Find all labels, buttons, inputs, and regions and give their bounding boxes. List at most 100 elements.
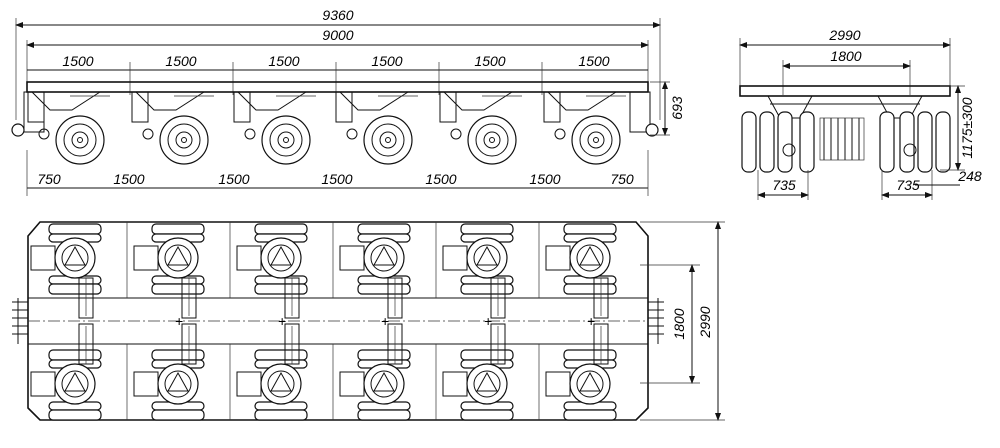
dim-frame-length: 9000 <box>322 27 353 43</box>
turntable-triangle <box>270 245 292 266</box>
turntable-ring <box>466 237 508 279</box>
turntable-inner <box>267 370 295 398</box>
tire-bottom-b <box>48 409 102 421</box>
turntable-triangle <box>373 245 395 266</box>
dim-end-height: 1175±300 <box>959 97 975 158</box>
dim-bottom-1: 750 <box>37 171 61 187</box>
hitch-left <box>12 298 28 344</box>
wheel-hub <box>379 131 397 149</box>
wheel-tire <box>159 115 209 165</box>
bogie-arm <box>545 371 571 397</box>
suspension-bracket <box>131 91 149 123</box>
wheel-hub <box>71 131 89 149</box>
end-tire-4 <box>799 111 815 173</box>
end-tire-7 <box>917 111 933 173</box>
center-cross: + <box>278 313 286 329</box>
plan-module-r1-c2 <box>133 223 205 319</box>
plan-modules: +++++ <box>30 222 617 421</box>
wheel-tire <box>467 115 517 165</box>
side-frame <box>26 81 649 93</box>
suspension-arm <box>31 91 101 111</box>
end-tire-5 <box>879 111 895 173</box>
tow-eye-right <box>645 123 659 137</box>
end-tire-2 <box>759 111 775 173</box>
side-axle-3 <box>233 91 316 165</box>
turntable-ring <box>260 363 302 405</box>
turntable-triangle <box>64 245 86 266</box>
tow-eye-left <box>11 123 25 137</box>
center-cross: + <box>175 313 183 329</box>
side-wheels <box>27 91 626 165</box>
plan-outline <box>27 221 649 421</box>
suspension-arm <box>443 91 513 111</box>
wheel-rim <box>167 123 201 157</box>
wheel-center <box>489 137 495 143</box>
plan-module-r2-c4 <box>339 323 411 421</box>
wheel-tire <box>55 115 105 165</box>
hitch-right <box>648 298 664 344</box>
plan-module-r2-c6 <box>545 323 617 421</box>
turntable-ring <box>260 237 302 279</box>
dim-bottom-7: 750 <box>610 171 634 187</box>
wheel-rim <box>63 123 97 157</box>
turntable-ring <box>569 237 611 279</box>
turntable-inner <box>576 370 604 398</box>
plan-view: +++++ 1800 2990 <box>12 221 725 421</box>
bogie-arm <box>545 245 571 271</box>
dim-tire-width: 248 <box>957 168 982 184</box>
turntable-inner <box>370 370 398 398</box>
bogie-arm <box>339 371 365 397</box>
dim-pitch-4: 1500 <box>371 53 402 69</box>
dim-bottom-5: 1500 <box>425 171 456 187</box>
turntable-ring <box>569 363 611 405</box>
top-pitch-dims: 1500 1500 1500 1500 1500 1500 <box>27 53 648 95</box>
turntable-inner <box>473 370 501 398</box>
pivot-pin <box>38 128 50 140</box>
turntable-ring <box>157 363 199 405</box>
side-end-left <box>23 91 45 133</box>
tire-top-a <box>254 223 308 235</box>
tire-bottom-b <box>48 283 102 295</box>
wheel-hub <box>483 131 501 149</box>
tire-top-a <box>357 223 411 235</box>
dim-end-right-offset: 735 <box>896 177 920 193</box>
suspension-arm <box>237 91 307 111</box>
turntable-inner <box>61 370 89 398</box>
turntable-triangle <box>476 371 498 392</box>
end-view: 2990 1800 1175±300 735 735 248 <box>739 27 982 200</box>
side-axle-4 <box>335 91 418 165</box>
plan-module-r2-c5 <box>442 323 514 421</box>
dim-end-track: 1800 <box>830 48 861 64</box>
turntable-inner <box>164 370 192 398</box>
plan-module-r2-c2 <box>133 323 205 421</box>
suspension-arm <box>339 91 409 111</box>
turntable-triangle <box>579 371 601 392</box>
pivot-pin <box>450 128 462 140</box>
bogie-arm <box>442 245 468 271</box>
dim-bottom-6: 1500 <box>529 171 560 187</box>
end-tire-6 <box>899 111 915 173</box>
plan-module-r1-c3 <box>236 223 308 319</box>
turntable-inner <box>370 244 398 272</box>
pivot-pin <box>142 128 154 140</box>
wheel-hub <box>587 131 605 149</box>
turntable-ring <box>54 237 96 279</box>
turntable-inner <box>164 244 192 272</box>
suspension-bracket <box>439 91 457 123</box>
wheel-rim <box>579 123 613 157</box>
dim-end-left-offset: 735 <box>772 177 796 193</box>
plan-module-r1-c4 <box>339 223 411 319</box>
end-hub-right <box>903 143 917 157</box>
bogie-arm <box>133 371 159 397</box>
pivot-pin <box>554 128 566 140</box>
wheel-hub <box>277 131 295 149</box>
end-tire-1 <box>741 111 757 173</box>
dim-pitch-6: 1500 <box>578 53 609 69</box>
dim-end-width: 2990 <box>828 27 860 43</box>
end-tire-8 <box>935 111 951 173</box>
turntable-triangle <box>64 371 86 392</box>
wheel-center <box>385 137 391 143</box>
dim-bottom-2: 1500 <box>113 171 144 187</box>
plan-module-r1-c1 <box>30 223 102 319</box>
